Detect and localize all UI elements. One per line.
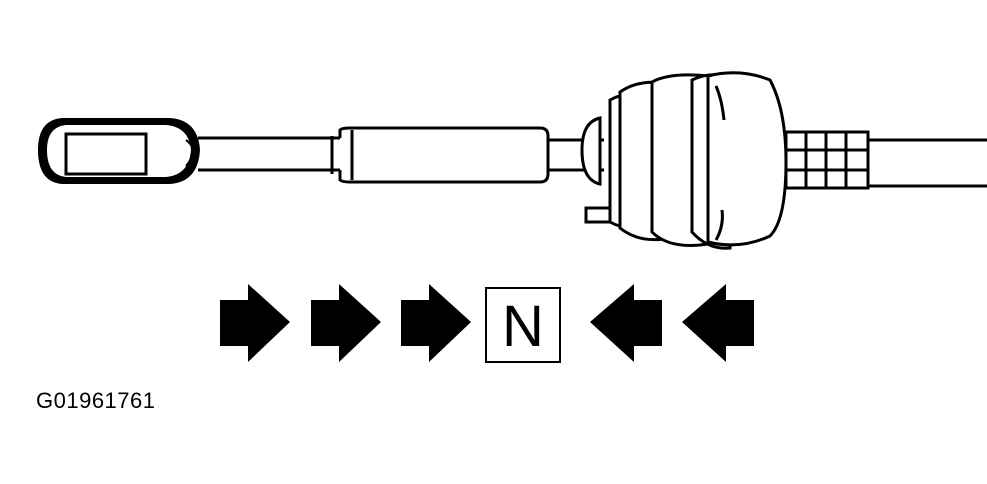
cable-eye-end: [38, 118, 200, 184]
arrows-left: [590, 284, 754, 362]
arrow-right-icon: [220, 284, 290, 362]
arrow-left-icon: [682, 284, 754, 362]
neutral-indicator: N: [485, 287, 561, 363]
cable-boot: [580, 71, 788, 250]
cable-sleeve: [330, 126, 550, 184]
arrow-right-icon: [401, 284, 471, 362]
arrows-right: [220, 284, 471, 362]
neutral-label: N: [502, 294, 544, 359]
arrow-right-icon: [311, 284, 381, 362]
outer-cable: [868, 138, 987, 188]
arrow-left-icon: [590, 284, 662, 362]
figure-id: G01961761: [36, 388, 156, 413]
threaded-end: [784, 130, 870, 190]
eye-hole: [64, 132, 148, 176]
